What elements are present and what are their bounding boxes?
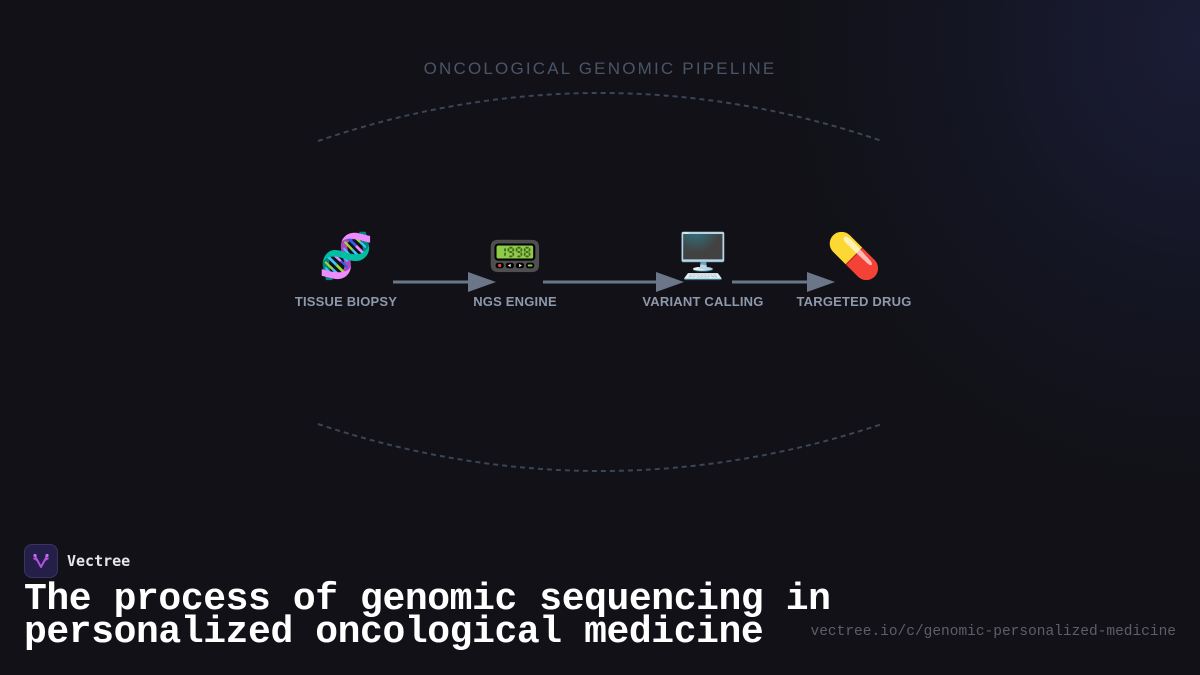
node-label: TARGETED DRUG	[796, 294, 912, 309]
node-label: NGS ENGINE	[473, 294, 557, 309]
node-label: TISSUE BIOPSY	[294, 294, 398, 309]
arrow-variant-to-drug	[732, 272, 835, 292]
node-tissue-biopsy: 🧬 TISSUE BIOPSY	[266, 229, 426, 309]
diagram-title: ONCOLOGICAL GENOMIC PIPELINE	[423, 59, 777, 78]
desktop-computer-icon: 🖥️	[675, 232, 731, 281]
arrow-ngs-to-variant	[543, 272, 684, 292]
bottom-arc	[317, 423, 883, 472]
headline: The process of genomic sequencing in per…	[24, 578, 831, 654]
pill-icon: 💊	[826, 232, 882, 281]
brand: Vectree	[24, 544, 130, 578]
arrow-biopsy-to-ngs	[393, 272, 496, 292]
node-targeted-drug: 💊 TARGETED DRUG	[774, 229, 934, 309]
top-arc	[317, 92, 883, 142]
brand-name: Vectree	[67, 552, 131, 570]
node-variant-calling: 🖥️ VARIANT CALLING	[623, 229, 783, 309]
page-url: vectree.io/c/genomic-personalized-medici…	[810, 624, 1176, 640]
pager-icon: 📟	[487, 232, 543, 281]
node-label: VARIANT CALLING	[642, 294, 764, 309]
vectree-logo-icon	[24, 544, 58, 578]
dna-icon: 🧬	[318, 232, 374, 281]
node-ngs-engine: 📟 NGS ENGINE	[435, 229, 595, 309]
